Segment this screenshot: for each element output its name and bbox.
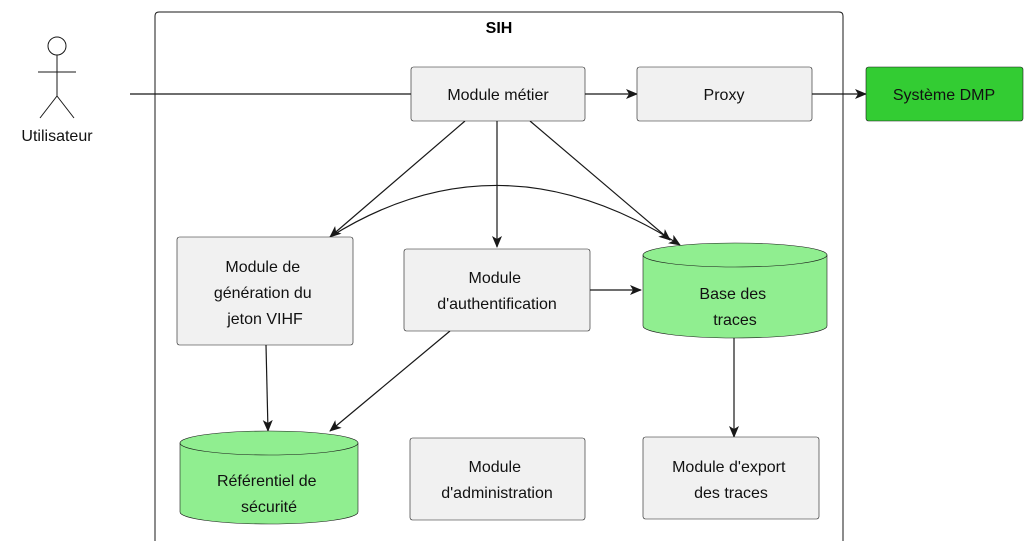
- node-label: Module d'export des traces: [672, 459, 790, 502]
- node-module-metier[interactable]: Module métier: [410, 66, 586, 122]
- actor-right-leg: [56, 95, 75, 119]
- edge-auth-referentiel: [329, 330, 451, 432]
- edges: [130, 89, 867, 438]
- node-label: Proxy: [704, 87, 745, 104]
- node-administration[interactable]: Module d'administration: [409, 437, 586, 521]
- node-proxy[interactable]: Proxy: [636, 66, 813, 122]
- node-export-traces[interactable]: Module d'export des traces: [642, 436, 820, 520]
- node-label: Module d'authentification: [437, 270, 557, 313]
- node-label: Référentiel de sécurité: [217, 473, 321, 516]
- node-label: Module de génération du jeton VIHF: [214, 259, 316, 328]
- node-authentification[interactable]: Module d'authentification: [403, 248, 591, 332]
- edge-metier-traces: [529, 120, 671, 241]
- node-label: Module métier: [447, 87, 549, 104]
- actor-utilisateur: Utilisateur: [21, 36, 93, 145]
- node-base-traces[interactable]: Base des traces: [642, 242, 828, 339]
- node-label: Base des traces: [699, 286, 770, 329]
- edge-jeton-referentiel: [262, 344, 273, 432]
- actor-head: [47, 36, 67, 56]
- node-label: Module d'administration: [441, 459, 553, 502]
- edge-jeton-traces: [329, 184, 681, 246]
- node-systeme-dmp[interactable]: Système DMP: [865, 66, 1024, 122]
- edge-metier-jeton: [329, 120, 466, 238]
- node-generation-jeton[interactable]: Module de génération du jeton VIHF: [176, 236, 354, 346]
- node-referentiel-securite[interactable]: Référentiel de sécurité: [179, 430, 359, 525]
- actor-left-leg: [39, 95, 58, 119]
- system-title: SIH: [486, 20, 513, 37]
- node-label: Système DMP: [893, 87, 995, 104]
- actor-label: Utilisateur: [21, 128, 93, 145]
